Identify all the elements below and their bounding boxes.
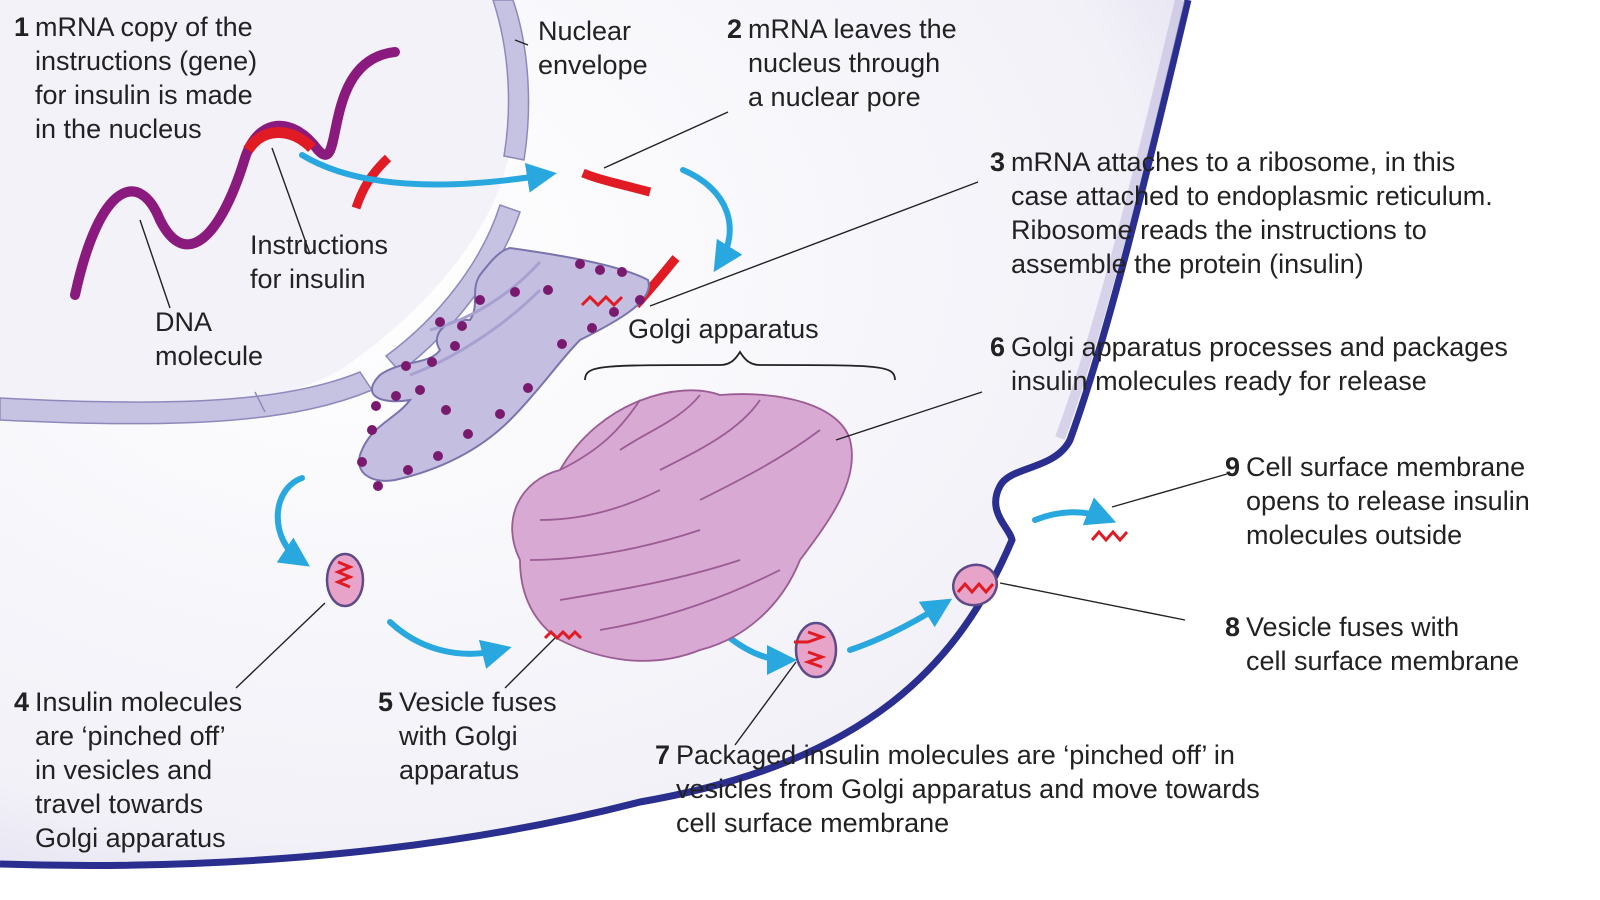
golgi-apparatus bbox=[511, 389, 853, 662]
pointer-lines bbox=[139, 39, 1228, 746]
dna-molecule-label: DNA molecule bbox=[155, 307, 264, 371]
step-4-label: 4 Insulin molecules are ‘pinched off’ in… bbox=[14, 687, 243, 853]
step-8-label: 8 Vesicle fuses with cell surface membra… bbox=[1225, 612, 1520, 676]
arrow-to-vesicle bbox=[274, 475, 310, 567]
step-1-label: 1 mRNA copy of the instructions (gene) f… bbox=[14, 12, 258, 144]
arrow-to-membrane bbox=[847, 598, 953, 653]
step-7-label: 7 Packaged insulin molecules are ‘pinche… bbox=[655, 740, 1260, 838]
golgi-bracket bbox=[584, 350, 896, 381]
ribosomes bbox=[357, 259, 645, 491]
arrow-to-golgi bbox=[387, 619, 512, 669]
released-insulin bbox=[1090, 529, 1129, 543]
endoplasmic-reticulum bbox=[358, 246, 650, 482]
vesicle-at-membrane bbox=[951, 563, 999, 607]
step-5-label: 5 Vesicle fuses with Golgi apparatus bbox=[378, 687, 557, 785]
nucleus bbox=[0, 0, 519, 412]
step-3-label: 3 mRNA attaches to a ribosome, in this c… bbox=[990, 147, 1493, 279]
step-9-label: 9 Cell surface membrane opens to release… bbox=[1225, 452, 1530, 550]
insulin-chain-golgi bbox=[543, 629, 583, 641]
insulin-chains bbox=[334, 529, 1129, 669]
insulin-gene-segment bbox=[243, 127, 316, 154]
nuclear-envelope bbox=[0, 0, 530, 425]
vesicle-from-golgi bbox=[794, 621, 838, 679]
transport-arrows bbox=[274, 152, 1117, 675]
step-6-label: 6 Golgi apparatus processes and packages… bbox=[990, 332, 1508, 396]
insulin-chain-er bbox=[580, 294, 624, 308]
cell-surface-membrane bbox=[0, 0, 1192, 869]
arrow-mrna-out bbox=[299, 152, 557, 193]
golgi-apparatus-label: Golgi apparatus bbox=[628, 314, 819, 344]
arrow-release bbox=[1032, 497, 1117, 526]
step-2-label: 2 mRNA leaves the nucleus through a nucl… bbox=[727, 14, 957, 112]
instructions-label: Instructions for insulin bbox=[250, 230, 389, 294]
vesicles bbox=[325, 552, 999, 679]
arrow-to-ribosome bbox=[680, 167, 743, 273]
nuclear-envelope-label: Nuclear envelope bbox=[538, 16, 648, 80]
dna-molecule bbox=[70, 47, 400, 300]
